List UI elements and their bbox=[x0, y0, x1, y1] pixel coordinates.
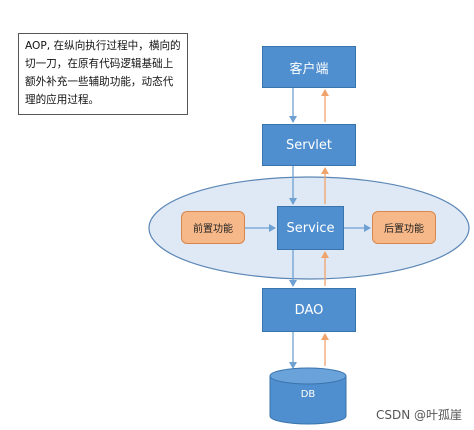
servlet-layer-label: Servlet bbox=[286, 137, 332, 153]
before-advice-label: 前置功能 bbox=[193, 224, 233, 235]
after-advice-label: 后置功能 bbox=[384, 224, 424, 235]
servlet-layer-box: Servlet bbox=[262, 124, 356, 166]
dao-layer-label: DAO bbox=[294, 302, 324, 318]
client-layer-label: 客户端 bbox=[289, 61, 329, 77]
aop-description-note: AOP, 在纵向执行过程中，横向的切一刀，在原有代码逻辑基础上额外补充一些辅助功… bbox=[18, 33, 188, 115]
service-layer-label: Service bbox=[286, 220, 335, 236]
aop-description-text: AOP, 在纵向执行过程中，横向的切一刀，在原有代码逻辑基础上额外补充一些辅助功… bbox=[25, 40, 181, 106]
service-layer-box: Service bbox=[277, 206, 344, 250]
dao-layer-box: DAO bbox=[262, 288, 356, 332]
db-label: DB bbox=[300, 389, 316, 400]
db-cylinder bbox=[269, 367, 347, 425]
client-layer-box: 客户端 bbox=[262, 46, 356, 88]
after-advice-box: 后置功能 bbox=[372, 211, 436, 244]
before-advice-box: 前置功能 bbox=[181, 211, 245, 244]
csdn-watermark: CSDN @叶孤崖 bbox=[375, 408, 462, 422]
